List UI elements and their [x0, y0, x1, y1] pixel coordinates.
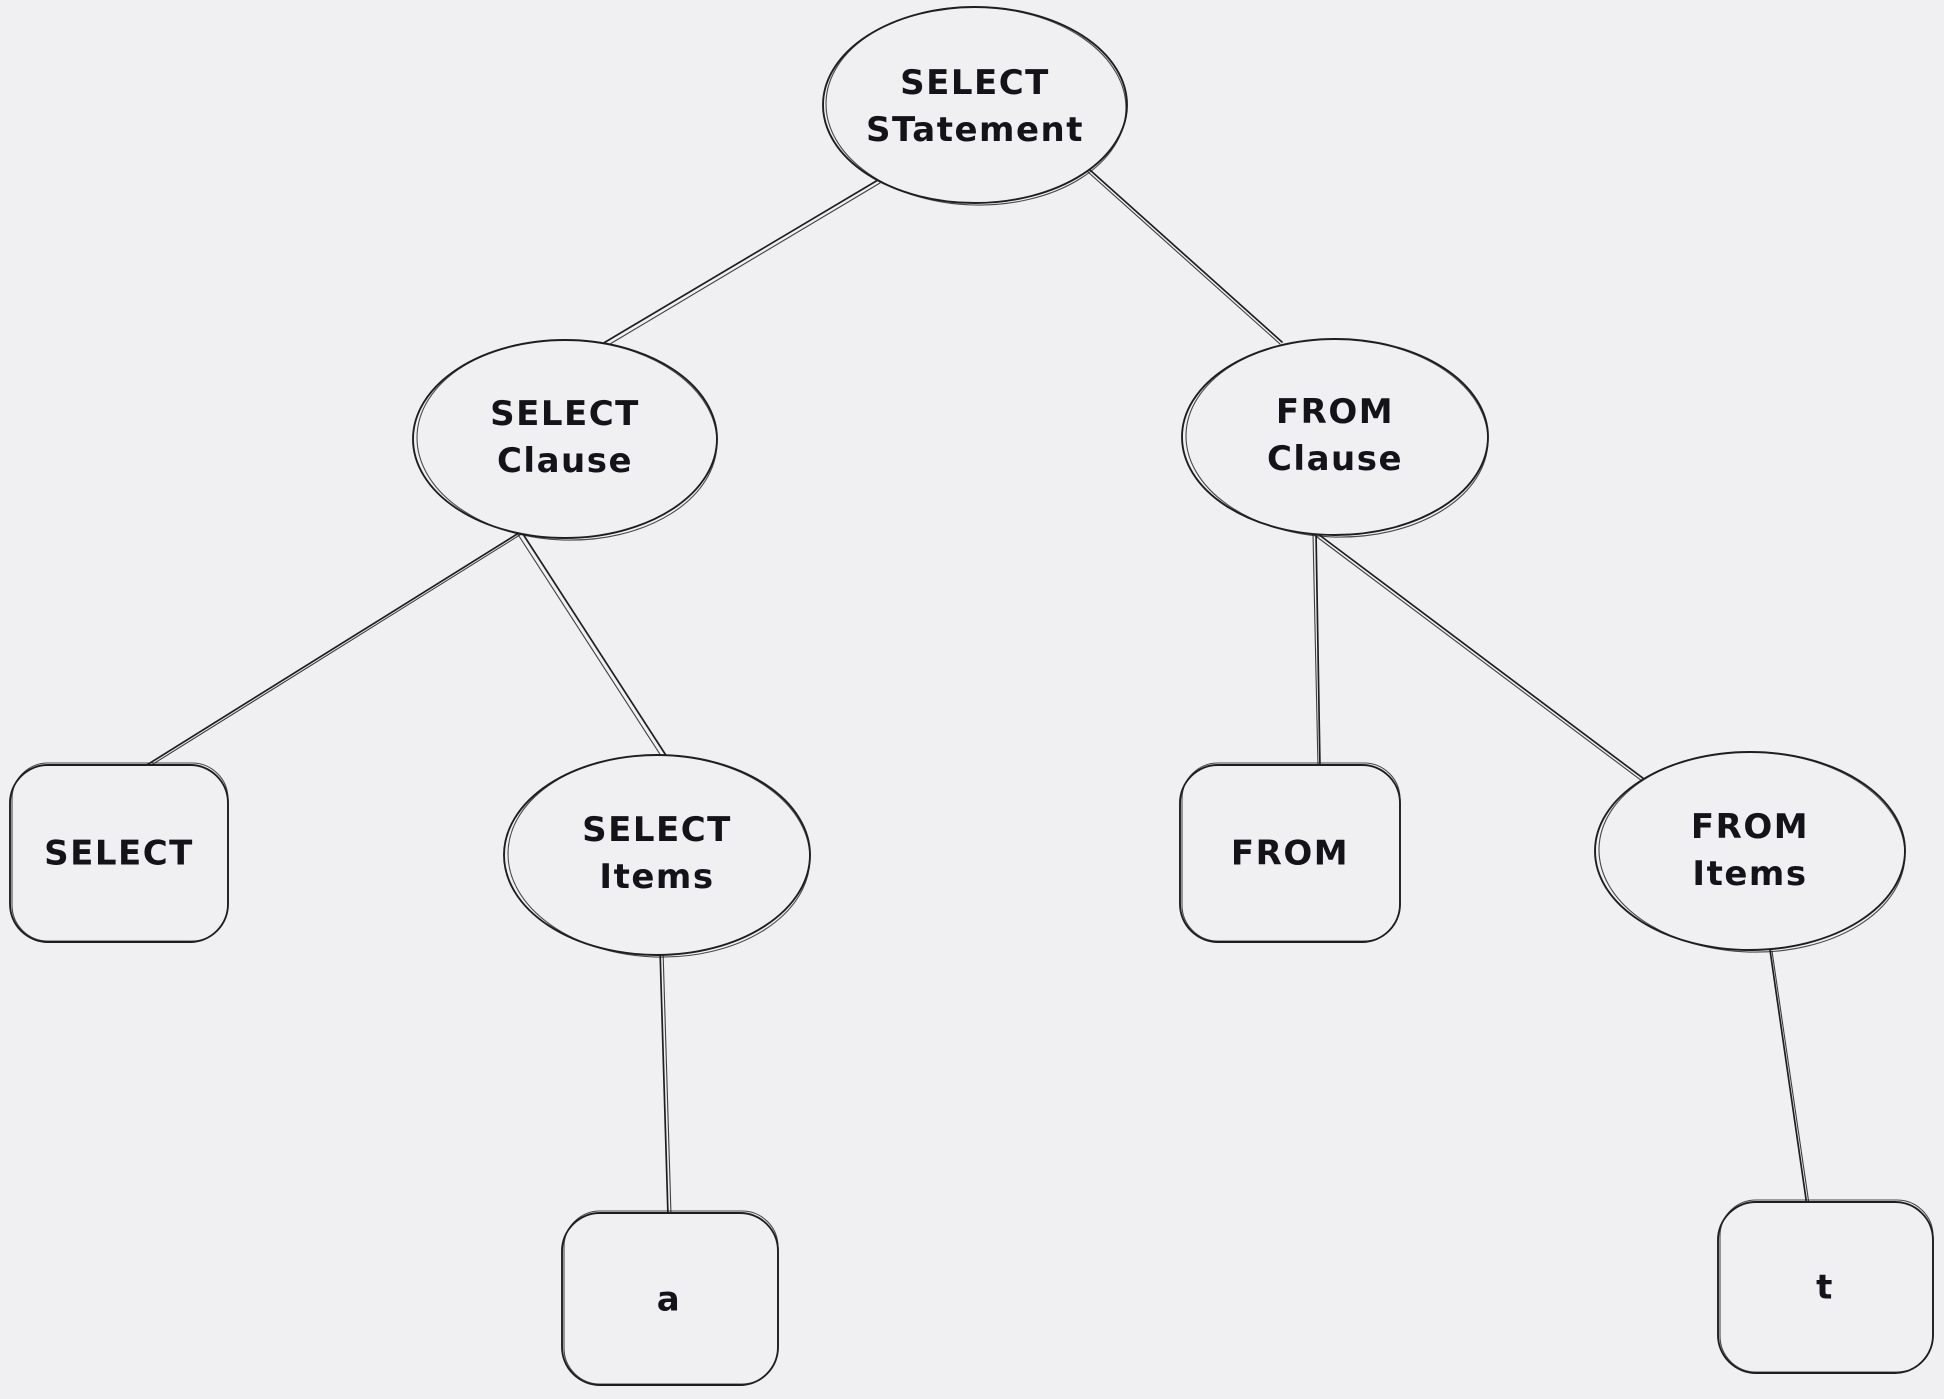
edge-sketch-stroke	[516, 532, 666, 763]
node-sketch-stroke	[1185, 338, 1489, 538]
node-label-from-clause: FROM Clause	[1266, 392, 1404, 479]
node-label-select-statement: SELECT STatement	[866, 63, 1084, 150]
edge-sketch-stroke	[662, 949, 672, 1216]
node-label-select-items: SELECT Items	[582, 810, 732, 897]
node-label-column-a: a	[656, 1279, 682, 1320]
node-label-from-keyword: FROM	[1230, 833, 1350, 874]
node-sketch-stroke	[11, 762, 229, 942]
node-sketch-stroke	[1598, 751, 1906, 953]
node-sketch-stroke	[1719, 1199, 1934, 1373]
edge-from-clause-to-from-items	[1317, 533, 1657, 789]
edge-select-statement-to-from-clause	[1089, 169, 1283, 343]
node-label-select-clause: SELECT Clause	[490, 394, 640, 481]
edge-sketch-stroke	[1312, 533, 1319, 768]
node-label-select-keyword: SELECT	[44, 833, 194, 874]
edge-from-clause-to-from-keyword	[1315, 531, 1321, 769]
node-sketch-stroke	[563, 1210, 779, 1385]
edge-from-items-to-table-t	[1769, 949, 1808, 1207]
node-sketch-stroke	[1181, 762, 1401, 942]
edge-select-clause-to-select-keyword	[141, 530, 523, 769]
node-sketch-stroke	[416, 339, 718, 541]
edge-sketch-stroke	[144, 532, 524, 770]
nodes	[9, 6, 1934, 1386]
edge-sketch-stroke	[1316, 536, 1655, 791]
edge-select-statement-to-select-clause	[601, 179, 879, 345]
edge-select-items-to-column-a	[659, 948, 669, 1217]
node-label-from-items: FROM Items	[1690, 807, 1810, 894]
edges	[141, 169, 1810, 1217]
node-sketch-stroke	[507, 754, 811, 958]
node-sketch-stroke	[825, 6, 1127, 206]
edge-sketch-stroke	[604, 182, 881, 348]
node-label-table-t: t	[1816, 1267, 1834, 1308]
edge-sketch-stroke	[1087, 171, 1281, 345]
edge-select-clause-to-select-items	[520, 530, 670, 761]
edge-sketch-stroke	[1771, 950, 1810, 1205]
